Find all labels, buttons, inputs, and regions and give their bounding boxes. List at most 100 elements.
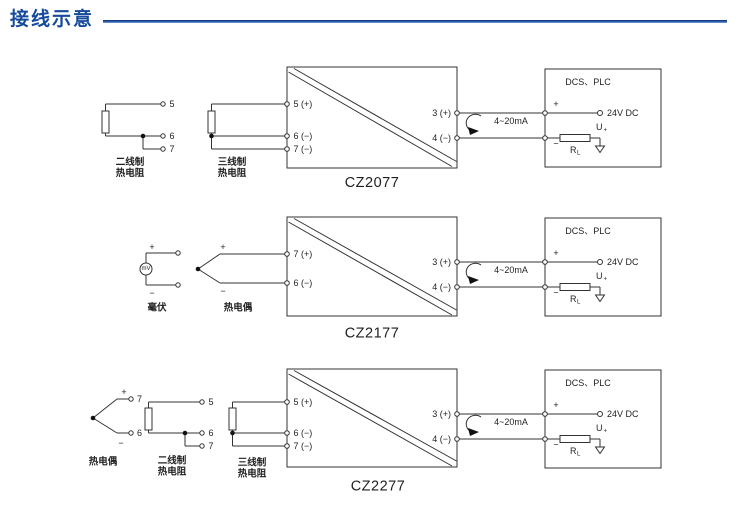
supply-voltage-label: 24V DC [607,409,639,419]
rtd-3wire-symbol: 三线制 热电阻 [207,103,285,179]
terminal-circle [175,250,181,256]
signal-range-label: 4~20mA [494,116,528,126]
module-terminal-circle [454,135,460,141]
terminal-number: 6 [137,428,142,438]
polarity-minus-label: − [553,288,558,298]
load-resistor-symbol [559,435,591,443]
terminal-circle [175,282,181,288]
page-title: 接线示意 [10,9,95,30]
u-plus-label: U [596,423,603,433]
isolator-module: 7 (+) 6 (−) CZ2177 [284,216,458,342]
dcs-plc-label: DCS、PLC [565,226,611,236]
module-terminal-label: 6 (−) [294,428,313,438]
terminal-circle [160,133,166,139]
polarity-minus-label: − [553,139,558,149]
module-model-label: CZ2277 [351,479,406,495]
polarity-plus-label: + [553,248,558,258]
dcs-terminal-circle [542,259,548,265]
supply-terminal-circle [597,110,603,116]
module-terminal-circle [454,110,460,116]
output-section: 3 (+) 4 (−) 4~20mA DCS、PLC + 24V DC U + … [432,369,662,469]
isolator-module: 5 (+) 6 (−) 7 (−) CZ2277 [284,368,458,495]
terminal-circle [128,396,134,402]
resistor-symbol [207,110,216,134]
supply-terminal-circle [597,259,603,265]
module-terminal-label: 7 (+) [294,249,313,259]
wires [105,103,161,150]
isolation-barrier-line [293,370,457,462]
sensor-label: 热电偶 [89,456,118,468]
module-terminal-label: 3 (+) [432,409,451,419]
module-terminal-circle [454,436,460,442]
output-section: 3 (+) 4 (−) 4~20mA DCS、PLC + 24V DC U + … [432,217,662,317]
sensor-label: 二线制 [158,455,187,467]
wires [211,103,285,150]
module-terminal-label: 3 (+) [432,108,451,118]
terminal-number: 7 [170,144,175,154]
dcs-plc-box [544,68,662,168]
dcs-plc-box [544,217,662,317]
sensor-label: 热电阻 [218,167,247,179]
polarity-plus-label: + [121,387,126,397]
terminal-circle [160,101,166,107]
mv-symbol-text: mV [142,266,151,272]
module-terminal-circle [284,133,290,139]
terminal-circle [199,443,205,449]
millivolt-source-symbol: mV + − 毫伏 [139,242,181,314]
rtd-2wire-symbol: 5 6 7 二线制 热电阻 [144,397,214,478]
sensor-label: 毫伏 [147,302,167,314]
module-box [286,216,458,317]
ground-symbol [594,145,606,154]
diagram-cz2277: 7 6 + − 热电偶 [89,368,662,495]
module-model-label: CZ2177 [345,326,400,342]
isolation-barrier-line [293,218,457,311]
dcs-plc-label: DCS、PLC [565,77,611,87]
thermocouple-symbol: 7 6 + − 热电偶 [89,387,142,468]
load-resistor-label: R [570,446,577,456]
isolator-module: 5 (+) 6 (−) 7 (−) CZ2077 [284,66,458,191]
sensor-label: 热电阻 [238,468,267,480]
signal-range-label: 4~20mA [494,265,528,275]
load-resistor-subscript: L [577,452,581,458]
dcs-terminal-circle [542,411,548,417]
module-terminal-circle [454,411,460,417]
terminal-number: 5 [209,397,214,407]
isolation-barrier-line [288,221,453,316]
wires [232,401,285,447]
module-model-label: CZ2077 [345,175,400,191]
module-terminal-circle [284,251,290,257]
terminal-number: 5 [170,99,175,109]
terminal-number: 7 [137,394,142,404]
dcs-terminal-circle [542,284,548,290]
sensor-label: 热电偶 [224,302,253,314]
supply-voltage-label: 24V DC [607,108,639,118]
u-plus-subscript: + [604,128,608,134]
load-resistor-symbol [559,283,591,291]
terminal-circle [199,399,205,405]
polarity-minus-label: − [220,286,225,296]
polarity-plus-label: + [553,99,558,109]
sensor-label: 热电阻 [158,466,187,478]
module-terminal-label: 4 (−) [432,133,451,143]
module-terminal-label: 5 (+) [294,99,313,109]
supply-terminal-circle [597,411,603,417]
load-resistor-subscript: L [577,151,581,157]
polarity-plus-label: + [553,400,558,410]
u-plus-label: U [596,122,603,132]
ground-symbol [594,294,606,303]
module-terminal-label: 7 (−) [294,144,313,154]
current-loop-arrow-icon [465,113,482,135]
polarity-minus-label: − [118,438,123,448]
supply-voltage-label: 24V DC [607,257,639,267]
u-plus-subscript: + [604,277,608,283]
module-terminal-circle [284,430,290,436]
junction-dot [182,430,188,436]
thermocouple-symbol: + − 热电偶 [195,242,285,314]
module-terminal-label: 5 (+) [294,397,313,407]
module-box [286,368,458,468]
module-terminal-circle [454,284,460,290]
current-loop-arrow-icon [465,262,482,284]
resistor-symbol [228,407,237,431]
module-terminal-label: 7 (−) [294,441,313,451]
